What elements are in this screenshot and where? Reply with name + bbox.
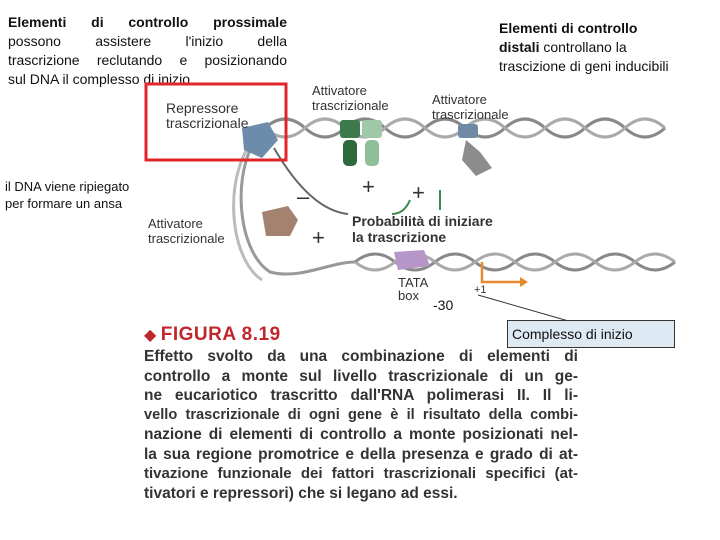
- minus-30-label: -30: [433, 297, 454, 313]
- activator-right-shape: [458, 124, 492, 176]
- activator-top-label-line: Attivatore: [312, 83, 367, 98]
- repressor-label-line: Repressore: [166, 100, 239, 116]
- figure-caption-title: ◆ FIGURA 8.19: [144, 324, 281, 346]
- caption-line: Effetto svolto da una combinazione di el…: [144, 348, 578, 365]
- probability-label-line: la trascrizione: [352, 229, 447, 245]
- activator-top-shape: [340, 120, 382, 166]
- transcription-start-arrowhead: [520, 277, 528, 287]
- caption-line: ne eucariotico trascritto dall'RNA polim…: [144, 387, 578, 404]
- proximal-elements-text: Elementi di controllo prossimale possono…: [8, 13, 287, 89]
- minus-sign: –: [297, 184, 310, 209]
- tata-protein-shape: [394, 250, 430, 270]
- dna-loop-note: il DNA viene ripiegato per formare un an…: [5, 178, 155, 212]
- arrow-activator-to-probability: [391, 199, 411, 215]
- transcription-start-arrow: [480, 262, 520, 284]
- loop-note-line: il DNA viene ripiegato: [5, 179, 130, 194]
- distal-line: distali controllano la: [499, 39, 627, 55]
- caption-line: nazione di elementi di controllo a monte…: [144, 426, 578, 443]
- initiation-complex-callout: Complesso di inizio: [507, 320, 675, 348]
- repressor-label-line: trascrizionale: [166, 115, 249, 131]
- caption-title: FIGURA 8.19: [160, 324, 281, 345]
- activator-right-label-line: trascrizionale: [432, 107, 509, 122]
- activator-left-label-line: Attivatore: [148, 216, 203, 231]
- caption-bullet: ◆: [144, 327, 157, 344]
- proximal-line: trascrizione reclutando e posizionando: [8, 52, 287, 68]
- distal-elements-text: Elementi di controllo distali controllan…: [499, 19, 714, 76]
- activator-right-label: Attivatore trascrizionale: [432, 92, 509, 122]
- probability-label-line: Probabilità di iniziare: [352, 213, 493, 229]
- probability-label: Probabilità di iniziare la trascrizione: [352, 213, 493, 245]
- tata-box-label: TATA box: [398, 276, 428, 302]
- caption-line: controllo a monte sul livello trascrizio…: [144, 367, 578, 385]
- plus-sign-top: +: [362, 174, 375, 199]
- caption-line: tivatori e repressori) che si legano ad …: [144, 484, 458, 502]
- callout-pointer: [477, 294, 573, 323]
- distal-line: trascizione di geni inducibili: [499, 58, 669, 74]
- repressor-protein-shape: [242, 122, 278, 158]
- repressor-label: Repressore trascrizionale: [166, 101, 248, 131]
- activator-left-label: Attivatore trascrizionale: [148, 216, 225, 246]
- distal-line: Elementi di controllo: [499, 20, 638, 36]
- repressor-highlight-box: [144, 82, 288, 162]
- plus-1-label: +1: [474, 284, 487, 296]
- caption-line: la sua regione promotrice e della presen…: [144, 445, 578, 463]
- tata-label-line: box: [398, 288, 419, 303]
- plus-sign-right: +: [412, 180, 425, 205]
- tata-label-line: TATA: [398, 275, 429, 290]
- caption-line: vello trascrizionale di ogni gene è il r…: [144, 406, 578, 423]
- activator-top-label-line: trascrizionale: [312, 98, 389, 113]
- caption-line: tivazione funzionale dei fattori trascri…: [144, 465, 578, 482]
- loop-note-line: per formare un ansa: [5, 196, 123, 211]
- proximal-line: possono assistere l'inizio della: [8, 33, 287, 49]
- figure-caption-body: Effetto svolto da una combinazione di el…: [144, 347, 578, 503]
- activator-left-label-line: trascrizionale: [148, 231, 225, 246]
- activator-left-shape: [262, 206, 298, 236]
- proximal-heading: Elementi di controllo prossimale: [8, 14, 287, 30]
- plus-sign-left: +: [312, 225, 325, 250]
- activator-top-label: Attivatore trascrizionale: [312, 83, 389, 113]
- activator-right-label-line: Attivatore: [432, 92, 487, 107]
